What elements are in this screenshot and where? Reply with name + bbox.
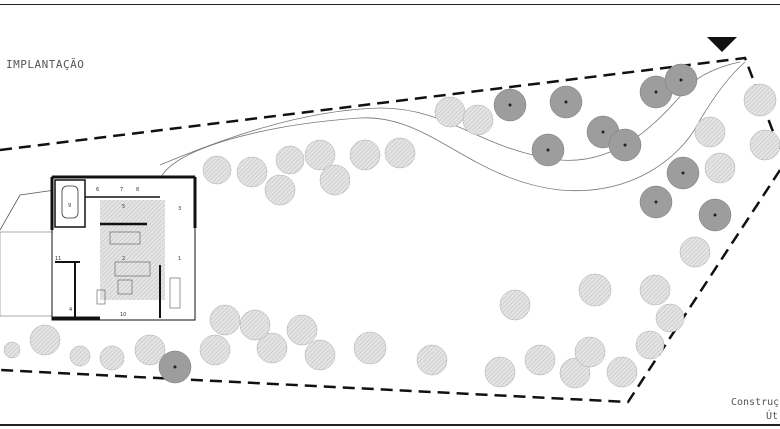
terrace [0,231,53,317]
room-label-10: 10 [120,312,126,318]
frame-bottom-line [0,424,780,426]
room-label-4: 4 [69,307,72,313]
drawing-title: IMPLANTAÇÃO [6,58,85,71]
property-boundary [0,56,780,152]
car-icon [61,185,79,219]
legend-note-line2: Út [766,411,779,422]
frame-top-line [0,4,780,5]
house-floor-plan: 1 2 3 4 5 6 7 8 9 10 11 [50,175,197,321]
access-path [0,189,56,231]
room-label-2: 2 [122,256,125,262]
room-label-8: 8 [136,187,139,193]
room-label-9: 9 [68,203,71,209]
room-label-6: 6 [96,187,99,193]
room-label-3: 3 [178,206,181,212]
room-label-1: 1 [178,256,181,262]
legend-note-line1: Construç [731,397,780,408]
north-arrow-icon [707,37,737,52]
room-label-7: 7 [120,187,123,193]
trees-light [3,83,780,389]
driveway [159,61,746,192]
tree-centers [173,78,717,369]
property-boundary-south [0,169,780,404]
room-label-5: 5 [122,204,125,210]
room-label-11: 11 [55,256,61,262]
